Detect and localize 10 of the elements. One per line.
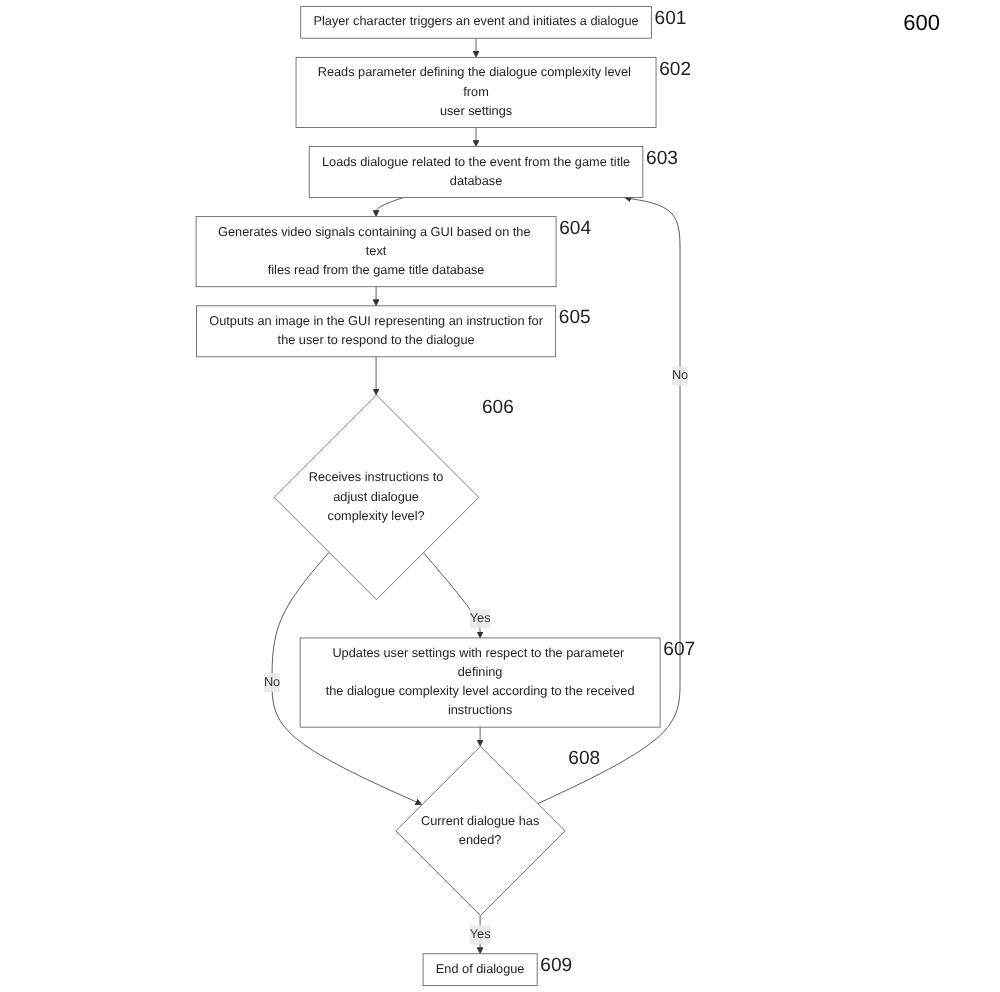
figure-number: 600 xyxy=(903,12,940,36)
reference-number: 601 xyxy=(654,7,687,30)
reference-number: 609 xyxy=(540,955,573,978)
reference-number: 607 xyxy=(663,639,696,662)
reference-number: 606 xyxy=(482,396,514,419)
reference-number: 603 xyxy=(646,148,678,171)
reference-number: 602 xyxy=(659,58,692,81)
reference-number: 604 xyxy=(559,218,592,241)
reference-number: 608 xyxy=(568,747,601,770)
reference-number: 605 xyxy=(558,307,591,330)
